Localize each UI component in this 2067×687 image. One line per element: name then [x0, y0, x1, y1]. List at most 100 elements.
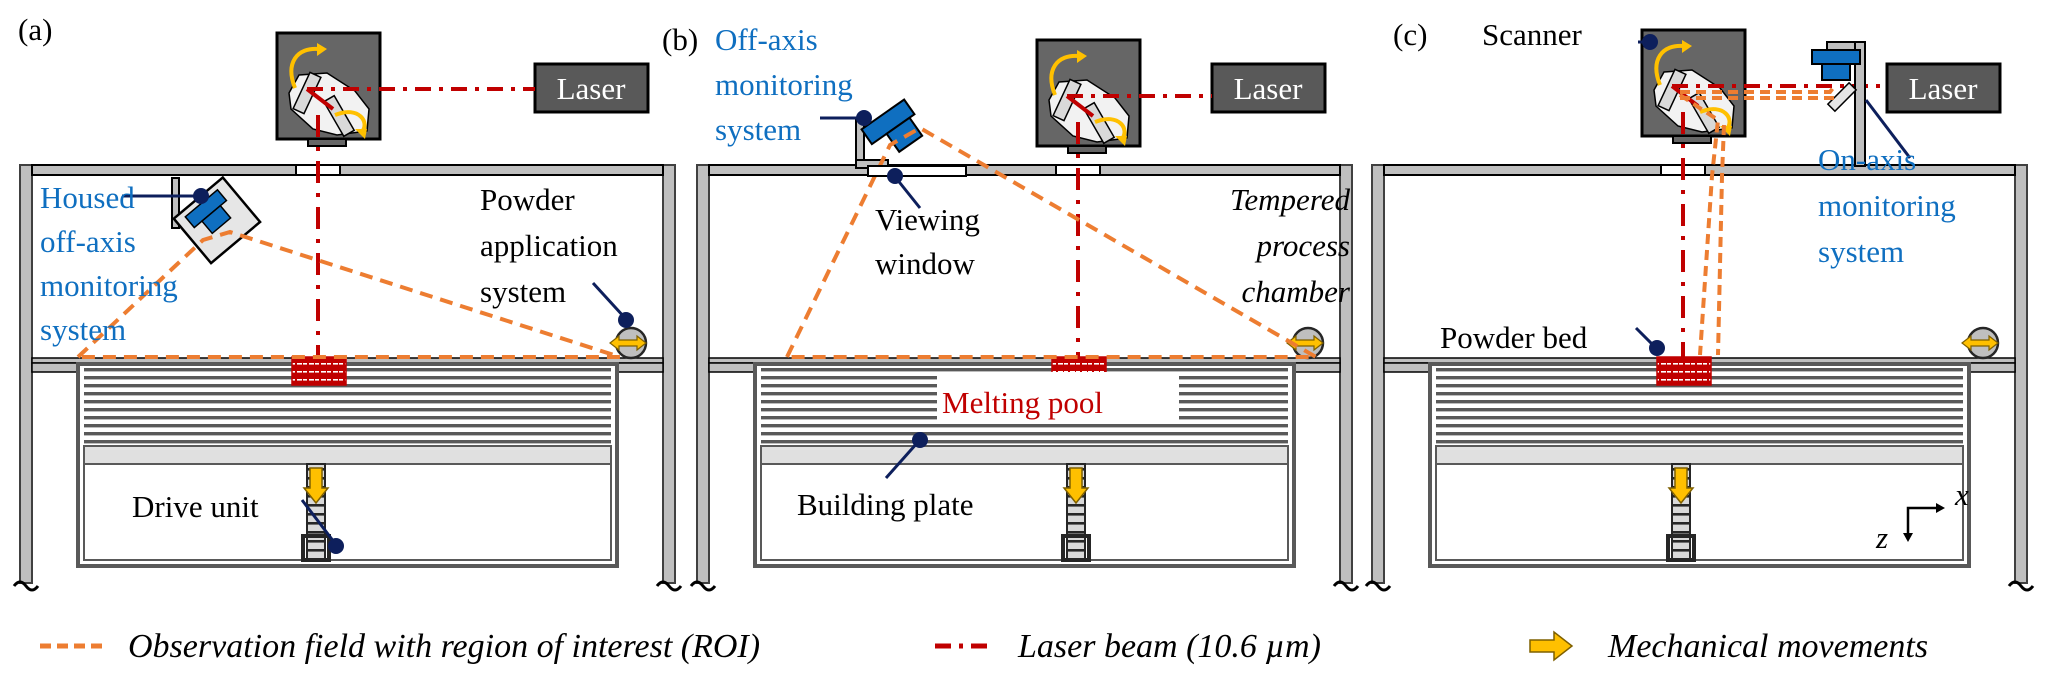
label-line: Drive unit [132, 489, 259, 524]
powder-layers [84, 366, 611, 446]
rotate-arrow-icon [289, 46, 320, 89]
panel-c-observation-field [1678, 82, 1838, 356]
rotate-arrow-icon [1654, 43, 1685, 86]
label-line: Viewing [875, 202, 980, 237]
label-line: system [480, 274, 566, 309]
break-icon [12, 580, 40, 592]
arrow-down-icon [1667, 467, 1695, 505]
arrow-horizontal-icon [609, 334, 647, 352]
label-line: monitoring [715, 67, 853, 102]
pointer-dot [887, 168, 903, 184]
right-post [2014, 164, 2028, 584]
axis-z-label: z [1875, 520, 1888, 555]
panel-c-labels: Scanner On-axis monitoring system Powder… [1440, 17, 1956, 356]
break-icon [655, 580, 683, 592]
laser-beam [305, 87, 335, 111]
laser-label: Laser [1909, 71, 1979, 106]
arrow-right-icon [1529, 630, 1574, 662]
x-arrow-icon [1936, 503, 1945, 513]
label-line: On-axis [1818, 142, 1916, 177]
laser-source [1885, 62, 2002, 114]
arrow-down-icon [1062, 467, 1090, 505]
drive-unit [1666, 534, 1696, 562]
arrow-head [1077, 50, 1087, 63]
pointer-dot [912, 432, 928, 448]
floor-beam-right [616, 362, 664, 373]
break-icon [1332, 580, 1360, 592]
floor-beam-left [31, 362, 79, 373]
top-beam [31, 164, 664, 176]
arrow-head [1115, 136, 1127, 146]
panel-a-powder-label: Powder application system [480, 182, 634, 328]
left-post [696, 164, 710, 584]
axis-x-label: x [1954, 477, 1969, 512]
legend-item-laser: Laser beam (10.6 µm) [935, 628, 1321, 665]
break-icon [1364, 580, 1392, 592]
floor-beam-left [708, 362, 756, 373]
melting-pool-label: Melting pool [942, 385, 1103, 420]
arrow-head [1682, 40, 1692, 53]
floor-beam-right [1968, 362, 2016, 373]
axis-lines [1906, 506, 1940, 537]
camera-icon [1811, 49, 1861, 65]
panel-c-onaxis-monitor [1811, 41, 1912, 167]
label-line: Off-axis [715, 22, 818, 57]
floor-beam-left [1383, 362, 1431, 373]
build-chamber [760, 463, 1289, 561]
mount-post [1854, 41, 1866, 167]
label-line: Tempered [1230, 182, 1350, 217]
panel-b-labels: Off-axis monitoring system Viewing windo… [715, 22, 1351, 522]
label-line: monitoring [40, 268, 178, 303]
pointer-dot [328, 538, 344, 554]
label-line: off-axis [40, 224, 136, 259]
label-line: system [40, 312, 126, 347]
label-line: monitoring [1818, 188, 1956, 223]
legend-label: Mechanical movements [1607, 628, 1928, 665]
building-plate [1435, 445, 1964, 465]
build-chamber [1435, 463, 1964, 561]
label-line: Scanner [1482, 17, 1583, 52]
legend: Observation field with region of interes… [40, 628, 1928, 665]
rotate-arrow-icon [1049, 53, 1080, 96]
label-line: window [875, 246, 976, 281]
arrow-head [317, 43, 327, 56]
label-line: application [480, 228, 618, 263]
build-chamber [83, 463, 612, 561]
panel-a: Laser [12, 31, 683, 592]
panel-c-axes: x z [1875, 477, 1969, 555]
arrow-horizontal-icon [1961, 334, 1999, 352]
laser-label: Laser [1234, 71, 1304, 106]
beam-splitter [1826, 81, 1858, 113]
laser-source [1210, 62, 1327, 114]
label-line: chamber [1242, 274, 1351, 309]
label-line: system [715, 112, 801, 147]
panel-b-letter: (b) [662, 22, 698, 57]
panel-b-observation-field [785, 125, 1324, 359]
left-post [1371, 164, 1385, 584]
panel-a-observation-field [76, 229, 621, 359]
panel-b-window [867, 165, 967, 209]
building-plate [83, 445, 612, 465]
laser-beam [1065, 94, 1095, 118]
left-post [19, 164, 33, 584]
legend-label: Laser beam (10.6 µm) [1017, 628, 1321, 665]
pointer-dot [193, 188, 209, 204]
scanner-lens [1067, 145, 1107, 154]
panel-a-monitor-housed [122, 175, 262, 265]
legend-label: Observation field with region of interes… [128, 628, 760, 665]
arrow-head [355, 129, 367, 139]
label-line: Housed [40, 180, 135, 215]
viewing-window [867, 165, 967, 177]
melt-pool [291, 356, 347, 386]
legend-item-movement: Mechanical movements [1529, 628, 1928, 665]
panel-c-letter: (c) [1393, 17, 1427, 52]
break-icon [2007, 580, 2035, 592]
label-line: Building plate [797, 487, 974, 522]
panel-a-letter: (a) [18, 12, 52, 47]
break-icon [689, 580, 717, 592]
pointer-dot [618, 312, 634, 328]
pointer-dot [1642, 34, 1658, 50]
label-line: system [1818, 234, 1904, 269]
right-post [662, 164, 676, 584]
